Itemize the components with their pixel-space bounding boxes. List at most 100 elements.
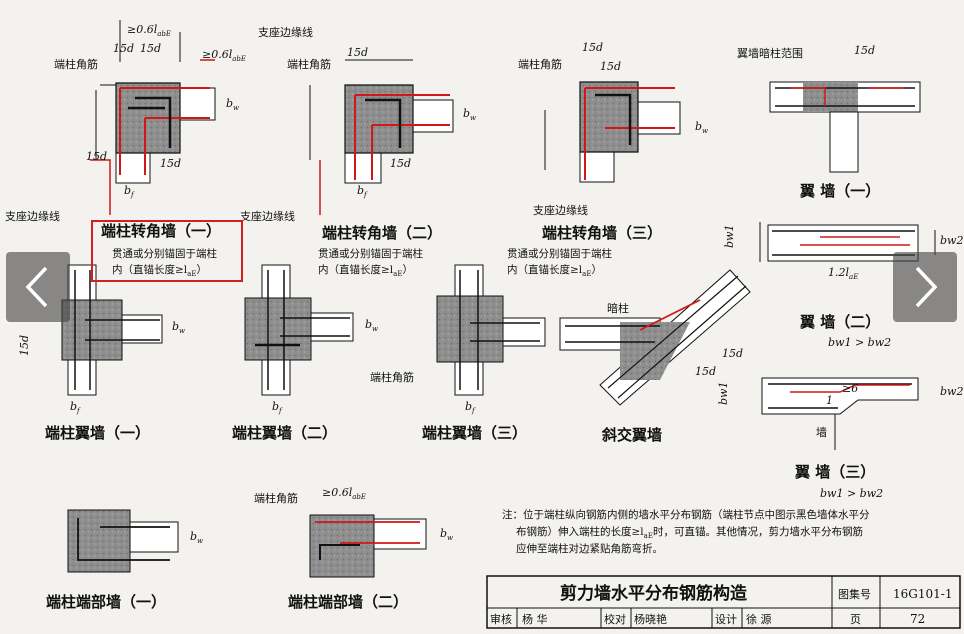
dim-bw: bw	[463, 107, 476, 122]
dim-bw-sub: w	[233, 104, 239, 112]
page-number: 72	[910, 612, 925, 626]
through-anchor-note: 内（直锚长度≥laE）	[112, 263, 207, 278]
chevron-left-icon	[25, 266, 48, 308]
dim-bw-main: b	[440, 527, 447, 540]
dim-06labE-main: ≥0.6l	[322, 486, 353, 499]
dim-06labE: ≥0.6labE	[202, 48, 246, 63]
dim-15d: 15d	[600, 60, 621, 73]
through-anchor-end: ）	[196, 264, 207, 276]
dim-06labE-sub: abE	[232, 55, 246, 63]
dim-bf-sub: f	[363, 191, 368, 199]
note-line-3: 应伸至端柱对边紧贴角筋弯折。	[516, 542, 663, 555]
prev-image-button[interactable]	[6, 252, 70, 322]
dim-15d: 15d	[86, 150, 107, 163]
dim-bw-main: b	[695, 120, 702, 133]
caption-corner-wall-3: 端柱转角墙（三）	[542, 224, 662, 242]
chevron-right-icon	[915, 266, 938, 308]
wing-wall-1-detail	[769, 81, 921, 173]
dim-06labE-sub: abE	[157, 30, 171, 38]
through-anchor-note: 贯通或分别锚固于端柱	[112, 247, 217, 260]
next-image-button[interactable]	[893, 252, 957, 322]
through-anchor-sub: aE	[393, 270, 402, 278]
end-column-end-wall-2-detail	[309, 514, 427, 578]
dim-bf-main: b	[70, 400, 77, 413]
dim-15d: 15d	[160, 157, 181, 170]
corner-bar-label: 端柱角筋	[54, 57, 98, 71]
wing-hidden-column-label: 翼墙暗柱范围	[737, 46, 803, 60]
support-edge-label: 支座边缘线	[533, 203, 588, 217]
dim-06labE-sub: abE	[352, 493, 366, 501]
wing-wall-3-condition: bw1 > bw2	[820, 487, 883, 500]
through-anchor-note: 内（直锚长度≥laE）	[318, 263, 413, 278]
dim-bw-main: b	[226, 97, 233, 110]
dim-bw-sub: w	[447, 534, 453, 542]
caption-oblique-wing-wall: 斜交翼墙	[601, 426, 662, 444]
page-label: 页	[850, 613, 861, 626]
dim-bf-main: b	[272, 400, 279, 413]
dim-bw-main: b	[172, 320, 179, 333]
dim-bf-sub: f	[471, 407, 476, 415]
end-column-wing-wall-3-detail	[436, 264, 546, 396]
through-anchor-sub: aE	[582, 270, 591, 278]
note-line-2-c: 时，可直锚。其他情况，剪力墙水平分布钢筋	[653, 525, 863, 538]
dim-bf: bf	[124, 184, 135, 199]
note-line-1: 注：位于端柱纵向钢筋内侧的墙水平分布钢筋（端柱节点中图示黑色墙体水平分	[502, 508, 870, 521]
dim-15d: 15d	[113, 42, 134, 55]
caption-corner-wall-1: 端柱转角墙（一）	[101, 222, 221, 240]
caption-end-column-wing-wall-1: 端柱翼墙（一）	[45, 424, 150, 442]
dim-bw: bw	[190, 530, 203, 545]
support-edge-label: 支座边缘线	[5, 209, 60, 223]
highlight-box	[91, 220, 243, 282]
dim-one: 1	[826, 394, 833, 407]
caption-corner-wall-2: 端柱转角墙（二）	[322, 224, 442, 242]
through-anchor-note: 贯通或分别锚固于端柱	[507, 247, 612, 260]
dim-bw: bw	[365, 318, 378, 333]
dim-bw-sub: w	[197, 537, 203, 545]
design-label: 设计	[715, 613, 737, 626]
through-anchor-main: 内（直锚长度≥l	[507, 263, 583, 276]
dim-06labE-main: ≥0.6l	[127, 23, 158, 36]
dim-bf: bf	[70, 400, 81, 415]
dim-bw2: bw2	[940, 234, 963, 247]
corner-bar-label: 端柱角筋	[254, 491, 298, 505]
title-block	[486, 575, 961, 629]
dim-bw1: bw1	[723, 225, 736, 248]
dim-bw: bw	[440, 527, 453, 542]
corner-wall-2-detail	[309, 59, 454, 215]
caption-end-column-wing-wall-2: 端柱翼墙（二）	[232, 424, 337, 442]
dim-bf: bf	[465, 400, 476, 415]
dim-bw2: bw2	[940, 385, 963, 398]
corner-bar-label: 端柱角筋	[518, 57, 562, 71]
dim-15d: 15d	[18, 335, 31, 356]
dim-1-2laE-sub: aE	[849, 273, 858, 281]
note-line-2: 布钢筋）伸入端柱的长度≥laE时，可直锚。其他情况，剪力墙水平分布钢筋	[516, 525, 863, 540]
dim-bw-sub: w	[702, 127, 708, 135]
dim-15d: 15d	[347, 46, 368, 59]
dim-bf-main: b	[465, 400, 472, 413]
checker-name: 杨晓艳	[634, 612, 667, 626]
end-column-wing-wall-2-detail	[244, 264, 354, 396]
caption-end-column-wing-wall-3: 端柱翼墙（三）	[422, 424, 527, 442]
dim-bf: bf	[357, 184, 368, 199]
check-label: 校对	[604, 612, 626, 626]
dim-15d: 15d	[140, 42, 161, 55]
dim-bw-sub: w	[179, 327, 185, 335]
caption-end-column-end-wall-2: 端柱端部墙（二）	[288, 593, 408, 611]
designer-name: 徐 源	[746, 612, 772, 626]
dim-bw1: bw1	[717, 382, 730, 405]
dim-bf-sub: f	[278, 407, 283, 415]
dim-bw-main: b	[190, 530, 197, 543]
dim-06labE: ≥0.6labE	[322, 486, 366, 501]
dim-bw: bw	[172, 320, 185, 335]
support-edge-label: 支座边缘线	[258, 25, 313, 39]
dim-bw: bw	[226, 97, 239, 112]
through-anchor-end: ）	[402, 264, 413, 276]
dim-bw: bw	[695, 120, 708, 135]
end-column-end-wall-1-detail	[67, 509, 179, 573]
caption-end-column-end-wall-1: 端柱端部墙（一）	[46, 593, 166, 611]
dim-bf-main: b	[357, 184, 364, 197]
dim-15d: 15d	[722, 347, 743, 360]
support-edge-label: 支座边缘线	[240, 209, 295, 223]
